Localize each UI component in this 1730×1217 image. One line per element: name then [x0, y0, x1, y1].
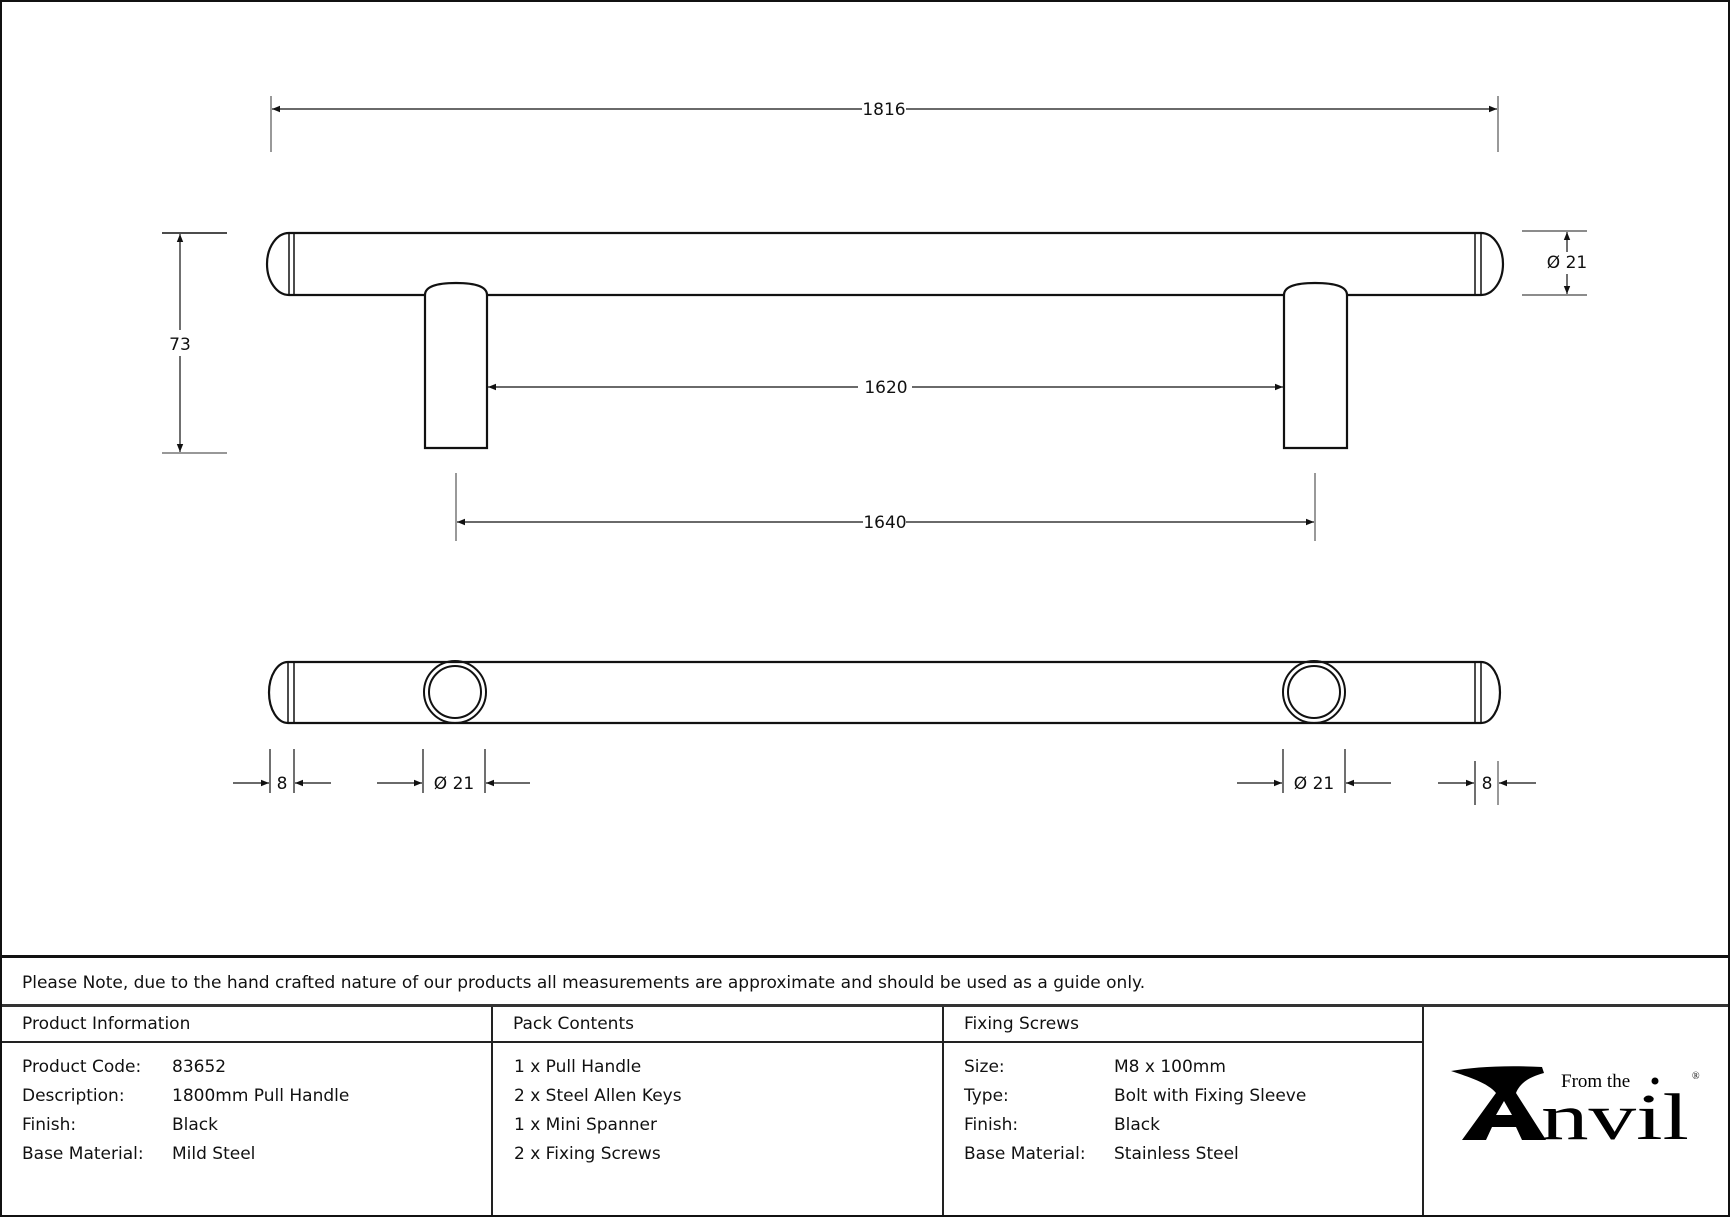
row-value: Bolt with Fixing Sleeve: [1114, 1086, 1307, 1106]
item-text: 1 x Mini Spanner: [514, 1115, 657, 1135]
pack-contents-section: Pack Contents 1 x Pull Handle 2 x Steel …: [493, 1007, 944, 1215]
right-post-circle: [1282, 660, 1346, 724]
label-height: 73: [169, 335, 191, 355]
label-bar-diameter: Ø 21: [1547, 253, 1587, 273]
logo-large-text: nvil: [1541, 1081, 1689, 1154]
fixing-screws-heading: Fixing Screws: [964, 1014, 1079, 1034]
dimension-left-cap: [233, 749, 331, 793]
product-information-heading: Product Information: [22, 1014, 191, 1034]
right-post: [1282, 281, 1349, 450]
row-value: M8 x 100mm: [1114, 1057, 1226, 1077]
row-value: 1800mm Pull Handle: [172, 1086, 350, 1106]
dimension-right-post-diameter: [1237, 749, 1391, 793]
pack-contents-heading: Pack Contents: [513, 1014, 634, 1034]
label-post-centres: 1640: [863, 513, 906, 533]
item-text: 2 x Steel Allen Keys: [514, 1086, 682, 1106]
row-label: Product Code:: [22, 1057, 142, 1077]
row-label: Description:: [22, 1086, 125, 1106]
logo-dot: [1651, 1077, 1659, 1085]
dimension-bar-diameter: [1522, 230, 1587, 296]
spec-row: Type: Bolt with Fixing Sleeve: [944, 1084, 1422, 1113]
dimension-right-cap: [1438, 761, 1536, 805]
row-label: Finish:: [964, 1115, 1019, 1135]
label-right-post-diameter: Ø 21: [1294, 774, 1334, 794]
label-inner-spacing: 1620: [864, 378, 907, 398]
spec-row: Description: 1800mm Pull Handle: [2, 1084, 491, 1113]
dimension-post-centres: [455, 473, 1316, 541]
list-item: 2 x Steel Allen Keys: [493, 1084, 942, 1113]
row-value: Stainless Steel: [1114, 1144, 1239, 1164]
row-label: Base Material:: [22, 1144, 144, 1164]
list-item: 1 x Mini Spanner: [493, 1113, 942, 1142]
dimension-left-post-diameter: [377, 749, 530, 793]
dimension-overall-length: [270, 96, 1499, 152]
spec-table: Product Information Product Code: 83652 D…: [2, 1007, 1728, 1215]
measurement-note: Please Note, due to the hand crafted nat…: [2, 955, 1728, 1007]
item-text: 2 x Fixing Screws: [514, 1144, 661, 1164]
spec-row: Base Material: Mild Steel: [2, 1142, 491, 1171]
row-label: Finish:: [22, 1115, 77, 1135]
product-information-section: Product Information Product Code: 83652 D…: [2, 1007, 493, 1215]
row-value: Black: [172, 1115, 218, 1135]
logo-small-text: From the: [1561, 1071, 1630, 1092]
item-text: 1 x Pull Handle: [514, 1057, 642, 1077]
anvil-icon: [1451, 1066, 1546, 1140]
left-post-circle: [423, 660, 487, 724]
from-the-anvil-logo: From the nvil ®: [1451, 1066, 1700, 1154]
side-view: [162, 96, 1587, 541]
list-item: 2 x Fixing Screws: [493, 1142, 942, 1171]
spec-row: Size: M8 x 100mm: [944, 1055, 1422, 1084]
fixing-screws-section: Fixing Screws Size: M8 x 100mm Type: Bolt …: [944, 1007, 1424, 1215]
label-left-post-diameter: Ø 21: [434, 774, 474, 794]
logo-section: From the nvil ®: [1424, 1007, 1728, 1215]
row-value: Mild Steel: [172, 1144, 256, 1164]
spec-row: Finish: Black: [2, 1113, 491, 1142]
handle-bar-top: [267, 660, 1502, 725]
row-label: Size:: [964, 1057, 1005, 1077]
row-value: Black: [1114, 1115, 1160, 1135]
technical-drawing: 1816 73 Ø 21 1620 1640: [162, 96, 1587, 805]
logo-registered-mark: ®: [1692, 1071, 1700, 1082]
note-text: Please Note, due to the hand crafted nat…: [22, 973, 1146, 993]
row-label: Type:: [964, 1086, 1009, 1106]
left-post: [423, 281, 489, 450]
label-left-cap: 8: [277, 774, 288, 794]
spec-row: Base Material: Stainless Steel: [944, 1142, 1422, 1171]
label-right-cap: 8: [1482, 774, 1493, 794]
spec-row: Product Code: 83652: [2, 1055, 491, 1084]
handle-bar-side: [265, 231, 1505, 297]
dimension-height: [162, 232, 227, 454]
row-label: Base Material:: [964, 1144, 1086, 1164]
row-value: 83652: [172, 1057, 227, 1077]
label-overall-length: 1816: [862, 100, 905, 120]
list-item: 1 x Pull Handle: [493, 1055, 942, 1084]
spec-row: Finish: Black: [944, 1113, 1422, 1142]
top-view: [233, 660, 1536, 805]
